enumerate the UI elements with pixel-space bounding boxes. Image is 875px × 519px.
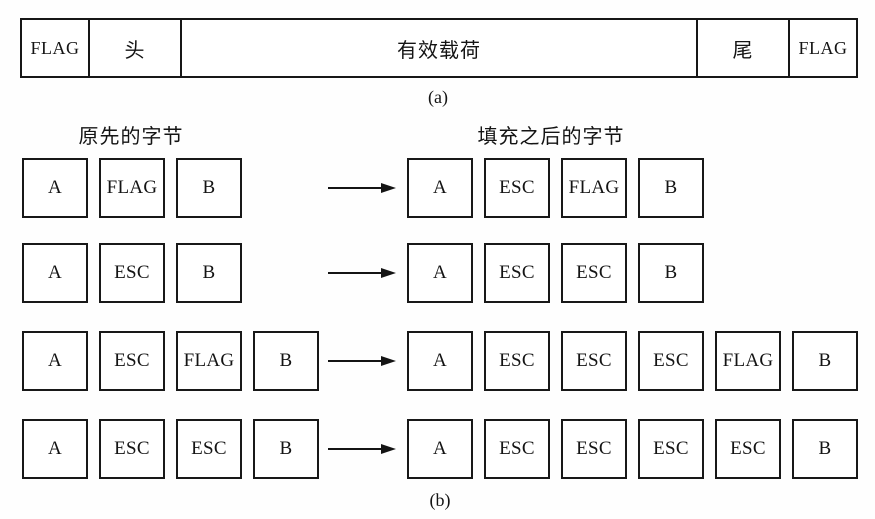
right-arrow-icon bbox=[328, 267, 396, 279]
arrow-head bbox=[381, 444, 396, 454]
byte-box: ESC bbox=[715, 419, 781, 479]
byte-box: ESC bbox=[561, 331, 627, 391]
caption-a: (a) bbox=[428, 87, 448, 107]
arrow-shaft bbox=[328, 272, 381, 274]
byte-box: ESC bbox=[561, 419, 627, 479]
right-arrow-icon bbox=[328, 355, 396, 367]
frame-structure: FLAG 头 有效载荷 尾 FLAG bbox=[20, 18, 858, 78]
byte-box: B bbox=[792, 331, 858, 391]
byte-box: A bbox=[407, 419, 473, 479]
arrow-head bbox=[381, 183, 396, 193]
byte-box: FLAG bbox=[176, 331, 242, 391]
byte-box: A bbox=[407, 243, 473, 303]
byte-box: A bbox=[22, 243, 88, 303]
byte-box: ESC bbox=[99, 419, 165, 479]
byte-box: A bbox=[407, 331, 473, 391]
byte-box: B bbox=[638, 158, 704, 218]
byte-box: ESC bbox=[484, 243, 550, 303]
original-bytes-title: 原先的字节 bbox=[78, 126, 184, 148]
byte-box: FLAG bbox=[561, 158, 627, 218]
stuffed-bytes-title: 填充之后的字节 bbox=[477, 126, 625, 148]
byte-box: A bbox=[22, 331, 88, 391]
arrow-head bbox=[381, 268, 396, 278]
right-arrow-icon bbox=[328, 443, 396, 455]
caption-b: (b) bbox=[429, 490, 451, 510]
byte-box: B bbox=[792, 419, 858, 479]
byte-box: ESC bbox=[638, 331, 704, 391]
byte-box: ESC bbox=[638, 419, 704, 479]
byte-box: FLAG bbox=[715, 331, 781, 391]
byte-box: A bbox=[22, 158, 88, 218]
byte-box: ESC bbox=[99, 331, 165, 391]
byte-box: B bbox=[638, 243, 704, 303]
byte-box: B bbox=[176, 158, 242, 218]
byte-box: ESC bbox=[561, 243, 627, 303]
frame-cell-flag-end: FLAG bbox=[788, 20, 856, 76]
frame-cell-header: 头 bbox=[88, 20, 180, 76]
arrow-shaft bbox=[328, 187, 381, 189]
byte-box: A bbox=[22, 419, 88, 479]
right-arrow-icon bbox=[328, 182, 396, 194]
byte-box: ESC bbox=[484, 158, 550, 218]
arrow-shaft bbox=[328, 360, 381, 362]
arrow-head bbox=[381, 356, 396, 366]
byte-box: B bbox=[253, 419, 319, 479]
frame-cell-flag-start: FLAG bbox=[30, 37, 80, 58]
frame-cell-payload: 有效载荷 bbox=[180, 20, 696, 76]
byte-box: A bbox=[407, 158, 473, 218]
byte-box: B bbox=[176, 243, 242, 303]
byte-box: B bbox=[253, 331, 319, 391]
arrow-shaft bbox=[328, 448, 381, 450]
byte-box: FLAG bbox=[99, 158, 165, 218]
frame-cell-trailer: 尾 bbox=[696, 20, 788, 76]
byte-box: ESC bbox=[176, 419, 242, 479]
byte-box: ESC bbox=[99, 243, 165, 303]
byte-box: ESC bbox=[484, 331, 550, 391]
byte-box: ESC bbox=[484, 419, 550, 479]
